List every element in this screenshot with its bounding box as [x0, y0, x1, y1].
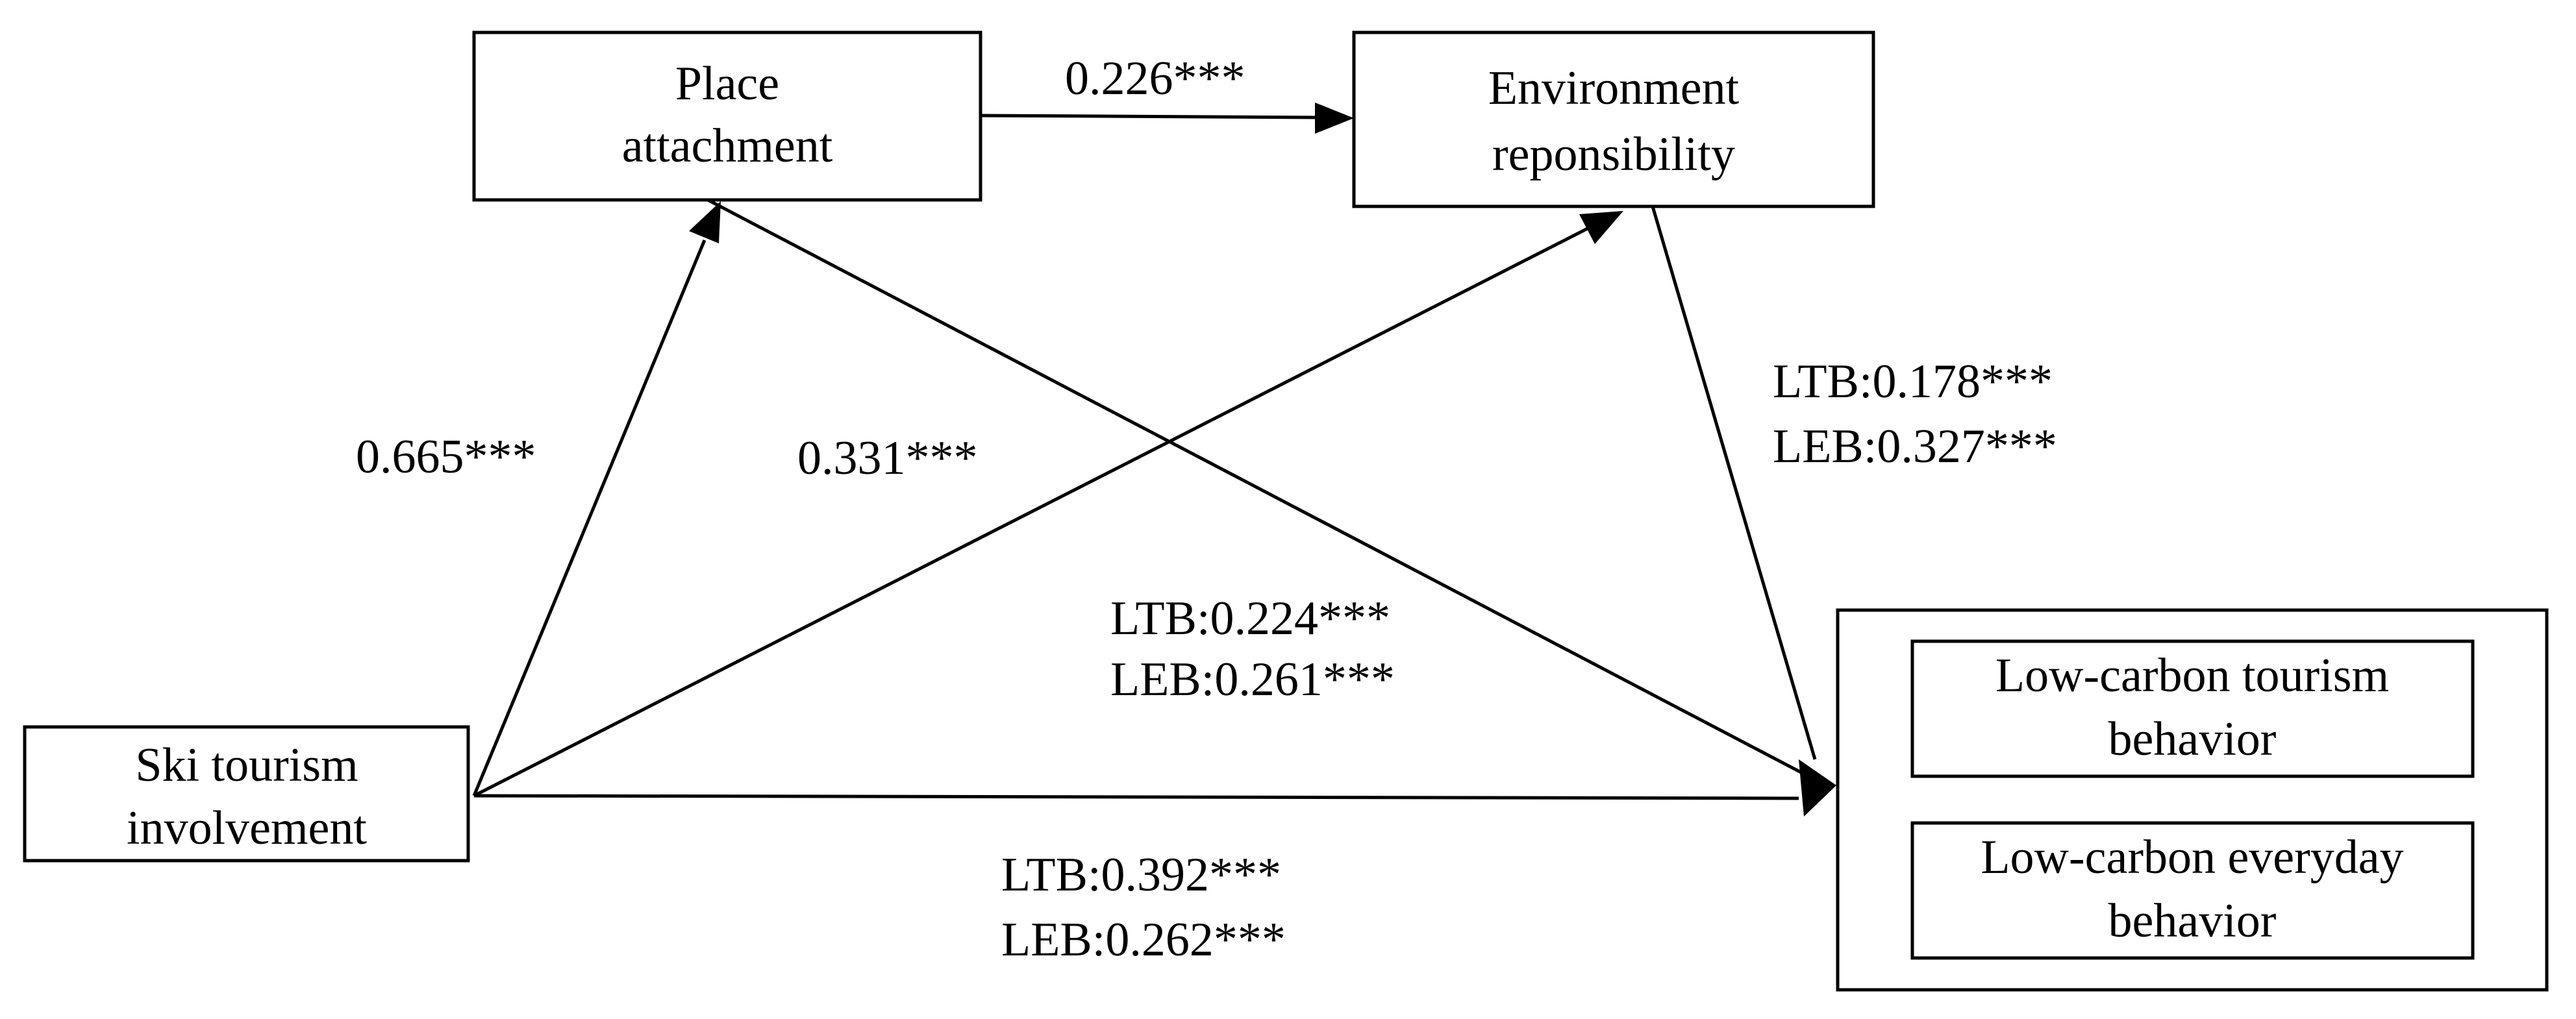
- edge-label-pa-to-er: 0.226***: [1065, 52, 1245, 105]
- edge-label-ski-to-pa: 0.665***: [356, 430, 536, 484]
- place-attachment-label-line2: attachment: [622, 119, 833, 173]
- edge-pa-to-out: [707, 198, 1810, 778]
- edge-ski-to-er: [473, 227, 1589, 798]
- node-environment-responsibility: Environment reponsibility: [1352, 31, 1875, 208]
- edge-label-er-to-out-ltb: LTB:0.178***: [1773, 355, 2053, 408]
- ski-tourism-involvement-label-line2: involvement: [127, 802, 367, 855]
- edge-ski-to-pa: [472, 239, 707, 796]
- edge-label-pa-to-out-leb: LEB:0.261***: [1110, 653, 1395, 706]
- arrowhead-ski-to-pa: [689, 201, 721, 243]
- arrowhead-ski-to-er: [1579, 211, 1623, 244]
- arrowhead-pa-to-er: [1315, 103, 1354, 134]
- environment-responsibility-label-line2: reponsibility: [1492, 128, 1735, 181]
- edges: [472, 103, 1836, 816]
- arrowhead-to-outcome: [1799, 759, 1836, 816]
- node-outcome-group: Low-carbon tourism behavior Low-carbon e…: [1836, 608, 2549, 992]
- low-carbon-tourism-box: [1910, 639, 2475, 778]
- edge-labels: 0.226*** 0.665*** 0.331*** LTB:0.178*** …: [356, 52, 2057, 966]
- edge-label-ski-to-out-leb: LEB:0.262***: [1001, 913, 1286, 966]
- low-carbon-everyday-box: [1910, 821, 2475, 960]
- edge-pa-to-er: [980, 114, 1325, 119]
- edge-ski-to-out: [473, 794, 1799, 800]
- edge-label-er-to-out-leb: LEB:0.327***: [1773, 420, 2057, 473]
- low-carbon-tourism-label-line2: behavior: [2108, 713, 2277, 766]
- ski-tourism-involvement-box: [23, 725, 470, 863]
- low-carbon-everyday-label-line2: behavior: [2108, 894, 2277, 948]
- place-attachment-box: [472, 31, 982, 202]
- node-ski-tourism-involvement: Ski tourism involvement: [23, 725, 470, 863]
- place-attachment-label-line1: Place: [675, 57, 779, 110]
- low-carbon-everyday-label-line1: Low-carbon everyday: [1981, 831, 2403, 884]
- edge-er-to-out: [1651, 206, 1817, 760]
- edge-label-pa-to-out-ltb: LTB:0.224***: [1110, 592, 1390, 645]
- environment-responsibility-box: [1352, 31, 1875, 208]
- edge-label-ski-to-out-ltb: LTB:0.392***: [1001, 848, 1281, 902]
- node-place-attachment: Place attachment: [472, 31, 982, 202]
- edge-label-ski-to-er: 0.331***: [797, 432, 978, 485]
- environment-responsibility-label-line1: Environment: [1488, 62, 1740, 115]
- ski-tourism-involvement-label-line1: Ski tourism: [135, 739, 358, 792]
- low-carbon-tourism-label-line1: Low-carbon tourism: [1995, 649, 2389, 702]
